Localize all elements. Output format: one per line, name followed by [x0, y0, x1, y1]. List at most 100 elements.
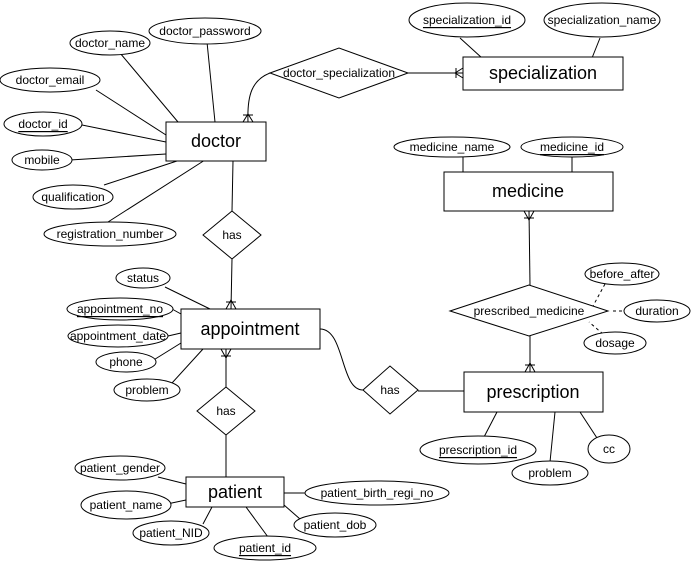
- attribute-doctor-name[interactable]: doctor_name: [69, 30, 151, 56]
- edge-doctor-email: [95, 89, 167, 136]
- entity-specialization-label: specialization: [489, 63, 597, 83]
- entity-medicine-label: medicine: [492, 181, 564, 201]
- attribute-doctor-id-label: doctor_id: [18, 117, 67, 131]
- attribute-before-after-label: before_after: [590, 267, 655, 281]
- attribute-patient-gender-label: patient_gender: [80, 461, 160, 475]
- crowfoot-appointment-bottom: [220, 348, 232, 360]
- crowfoot-specialization-left: [454, 67, 464, 79]
- attribute-patient-birth-regi-no-label: patient_birth_regi_no: [321, 486, 434, 500]
- edge-appointment-has3: [319, 328, 364, 391]
- relationship-doctor-specialization-label: doctor_specialization: [283, 66, 395, 80]
- attribute-cc-label: cc: [603, 442, 615, 456]
- attribute-patient-id-label: patient_id: [239, 541, 291, 555]
- relationship-appointment-patient[interactable]: has: [196, 386, 256, 436]
- edge-appointment-problem: [171, 348, 204, 384]
- edge-patient-nid: [202, 506, 213, 525]
- attribute-doctor-password-label: doctor_password: [159, 24, 250, 38]
- edge-qualification: [103, 159, 181, 186]
- entity-appointment-label: appointment: [200, 319, 299, 339]
- attribute-patient-id[interactable]: patient_id: [213, 535, 317, 561]
- attribute-cc[interactable]: cc: [587, 434, 631, 464]
- crowfoot-prescription-top: [524, 361, 536, 373]
- edge-prescription-id: [483, 411, 498, 438]
- relationship-appointment-prescription[interactable]: has: [362, 365, 419, 415]
- attribute-patient-dob[interactable]: patient_dob: [293, 512, 377, 538]
- attribute-duration-label: duration: [635, 304, 678, 318]
- attribute-specialization-name[interactable]: specialization_name: [543, 2, 661, 38]
- attribute-patient-birth-regi-no[interactable]: patient_birth_regi_no: [304, 480, 450, 506]
- attribute-prescription-problem[interactable]: problem: [511, 460, 589, 486]
- attribute-medicine-id[interactable]: medicine_id: [520, 136, 624, 158]
- entity-patient[interactable]: patient: [185, 476, 285, 508]
- attribute-doctor-name-label: doctor_name: [75, 36, 145, 50]
- edge-patient-dob: [283, 504, 301, 520]
- edge-doctor-has: [231, 160, 234, 212]
- attribute-dosage[interactable]: dosage: [583, 331, 647, 355]
- attribute-appointment-date-label: appointment_date: [70, 329, 166, 343]
- attribute-before-after[interactable]: before_after: [584, 262, 660, 286]
- relationship-doctor-appointment[interactable]: has: [202, 210, 262, 260]
- attribute-status[interactable]: status: [115, 267, 171, 289]
- attribute-medicine-id-label: medicine_id: [540, 140, 604, 154]
- attribute-doctor-email-label: doctor_email: [16, 73, 85, 87]
- relationship-doctor-specialization[interactable]: doctor_specialization: [268, 47, 410, 99]
- crowfoot-appointment-top: [225, 298, 237, 310]
- edge-prescription-problem: [549, 411, 556, 463]
- entity-doctor-label: doctor: [191, 131, 241, 151]
- attribute-patient-name-label: patient_name: [90, 498, 163, 512]
- attribute-qualification[interactable]: qualification: [32, 184, 114, 210]
- attribute-status-label: status: [127, 271, 159, 285]
- attribute-prescription-problem-label: problem: [528, 466, 571, 480]
- attribute-registration-number-label: registration_number: [57, 227, 164, 241]
- entity-medicine[interactable]: medicine: [443, 171, 614, 212]
- edge-mobile: [69, 153, 167, 161]
- edge-patient-id: [245, 506, 269, 538]
- relationship-appointment-prescription-label: has: [380, 383, 399, 397]
- edge-specialization-id: [459, 37, 483, 59]
- relationship-prescribed-medicine[interactable]: prescribed_medicine: [448, 284, 610, 337]
- attribute-medicine-name-label: medicine_name: [410, 140, 495, 154]
- attribute-connectors: [69, 37, 625, 538]
- entity-appointment[interactable]: appointment: [180, 308, 321, 350]
- attribute-phone[interactable]: phone: [95, 351, 157, 373]
- attribute-medicine-name[interactable]: medicine_name: [393, 136, 511, 158]
- edge-specialization-name: [591, 37, 601, 59]
- entity-prescription[interactable]: prescription: [463, 371, 604, 413]
- attribute-patient-nid[interactable]: patient_NID: [132, 520, 210, 546]
- edge-medicine-prescribed: [528, 210, 531, 286]
- attribute-appointment-problem[interactable]: problem: [113, 378, 181, 402]
- edge-cc: [579, 411, 598, 439]
- attribute-appointment-problem-label: problem: [125, 383, 168, 397]
- attribute-doctor-email[interactable]: doctor_email: [0, 67, 101, 93]
- attribute-appointment-no-label: appointment_no: [77, 302, 163, 316]
- attribute-registration-number[interactable]: registration_number: [43, 221, 177, 247]
- entity-doctor[interactable]: doctor: [165, 121, 267, 162]
- entity-specialization[interactable]: specialization: [462, 56, 624, 91]
- relationship-connectors: [220, 67, 536, 477]
- attribute-doctor-id[interactable]: doctor_id: [3, 111, 83, 137]
- attribute-mobile[interactable]: mobile: [11, 149, 73, 171]
- attribute-appointment-no[interactable]: appointment_no: [66, 297, 174, 321]
- edge-doctor-docspec: [247, 72, 271, 123]
- relationship-prescribed-medicine-label: prescribed_medicine: [474, 304, 585, 318]
- attribute-specialization-id[interactable]: specialization_id: [408, 2, 526, 38]
- edge-doctor-name: [119, 52, 179, 123]
- attribute-patient-dob-label: patient_dob: [304, 518, 367, 532]
- attribute-specialization-id-label: specialization_id: [423, 13, 511, 27]
- crowfoot-medicine-bottom: [523, 210, 535, 222]
- attribute-patient-gender[interactable]: patient_gender: [74, 455, 166, 481]
- attribute-patient-name[interactable]: patient_name: [80, 490, 172, 520]
- attribute-specialization-name-label: specialization_name: [548, 13, 657, 27]
- attribute-patient-nid-label: patient_NID: [139, 526, 203, 540]
- edge-appointment-no: [171, 308, 182, 315]
- edge-dosage: [588, 321, 604, 335]
- attribute-prescription-id[interactable]: prescription_id: [419, 435, 537, 465]
- entity-patient-label: patient: [208, 482, 262, 502]
- attribute-appointment-date[interactable]: appointment_date: [67, 324, 169, 348]
- edge-status: [164, 286, 211, 310]
- attribute-duration[interactable]: duration: [623, 299, 691, 323]
- attribute-doctor-password[interactable]: doctor_password: [148, 17, 262, 45]
- edge-before-after: [592, 283, 606, 307]
- edge-patient-gender: [157, 476, 187, 485]
